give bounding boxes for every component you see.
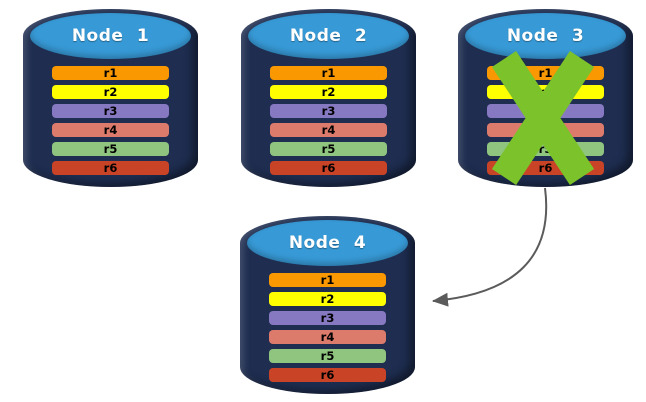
replica-bar-r4: r4 [270, 123, 387, 137]
replica-bar-r5: r5 [487, 142, 604, 156]
node-3: Node 3 r1 r2 r3 r4 r5 r6 [458, 9, 633, 187]
replica-bar-r5: r5 [52, 142, 169, 156]
node-2: Node 2 r1 r2 r3 r4 r5 r6 [241, 9, 416, 187]
replica-stack: r1 r2 r3 r4 r5 r6 [269, 273, 386, 382]
replica-bar-r1: r1 [487, 66, 604, 80]
replica-stack: r1 r2 r3 r4 r5 r6 [270, 66, 387, 175]
replica-bar-r1: r1 [269, 273, 386, 287]
replica-bar-r2: r2 [269, 292, 386, 306]
replica-bar-r5: r5 [270, 142, 387, 156]
cylinder-top: Node 2 [248, 13, 409, 59]
node-title: Node 3 [506, 26, 585, 46]
replica-bar-r3: r3 [487, 104, 604, 118]
replica-bar-r3: r3 [52, 104, 169, 118]
replica-stack: r1 r2 r3 r4 r5 r6 [52, 66, 169, 175]
replica-bar-r1: r1 [270, 66, 387, 80]
replica-bar-r6: r6 [270, 161, 387, 175]
replica-bar-r6: r6 [269, 368, 386, 382]
replica-bar-r4: r4 [52, 123, 169, 137]
node-title: Node 1 [71, 26, 150, 46]
replica-bar-r2: r2 [487, 85, 604, 99]
node-title: Node 4 [288, 233, 367, 253]
replica-bar-r3: r3 [270, 104, 387, 118]
replica-bar-r6: r6 [52, 161, 169, 175]
replica-bar-r3: r3 [269, 311, 386, 325]
cylinder-top: Node 3 [465, 13, 626, 59]
node-title: Node 2 [289, 26, 368, 46]
replica-bar-r2: r2 [52, 85, 169, 99]
node-1: Node 1 r1 r2 r3 r4 r5 r6 [23, 9, 198, 187]
replica-bar-r6: r6 [487, 161, 604, 175]
replica-bar-r4: r4 [269, 330, 386, 344]
cylinder-top: Node 4 [247, 220, 408, 266]
replica-stack: r1 r2 r3 r4 r5 r6 [487, 66, 604, 175]
replica-bar-r1: r1 [52, 66, 169, 80]
replica-bar-r2: r2 [270, 85, 387, 99]
cylinder-top: Node 1 [30, 13, 191, 59]
replica-bar-r5: r5 [269, 349, 386, 363]
node-4: Node 4 r1 r2 r3 r4 r5 r6 [240, 216, 415, 394]
replica-bar-r4: r4 [487, 123, 604, 137]
